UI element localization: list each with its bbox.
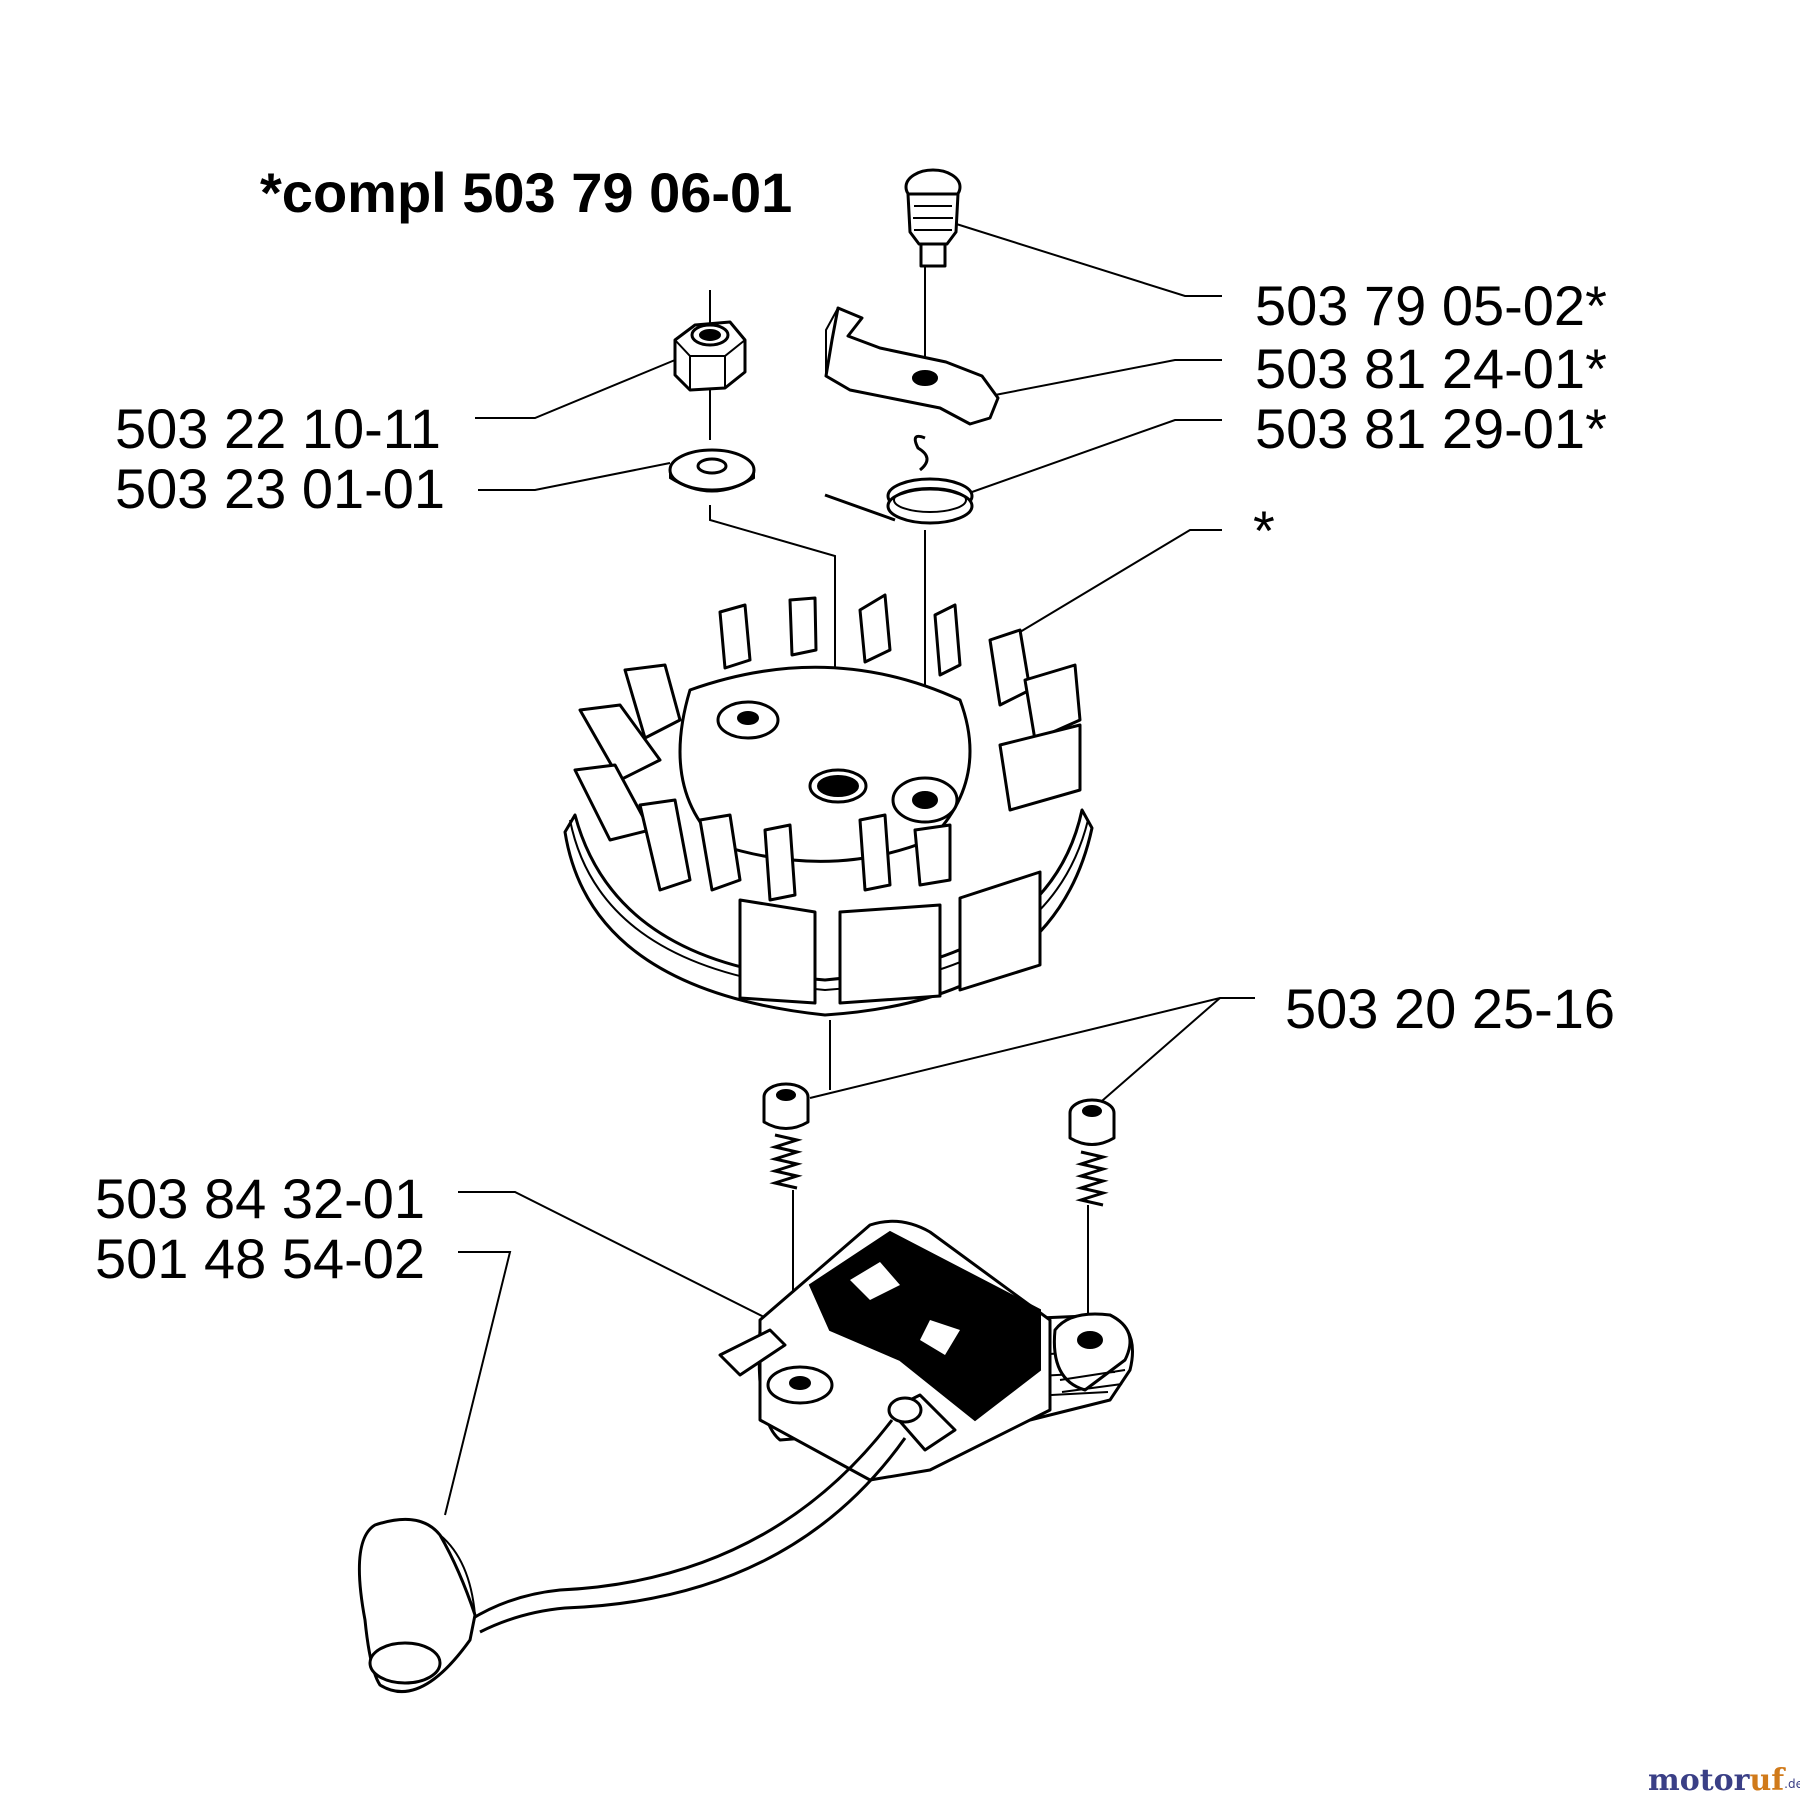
label-nut: 503 22 10-11	[115, 397, 441, 460]
assembly-title: *compl 503 79 06-01	[260, 161, 792, 224]
label-pawl: 503 81 24-01*	[1255, 337, 1607, 400]
leader-coil	[458, 1191, 771, 1321]
label-flywheel: *	[1253, 499, 1275, 562]
leader-nut	[475, 359, 676, 419]
ht-lead	[469, 1419, 907, 1634]
leader-spring	[971, 419, 1222, 493]
label-coil: 503 84 32-01	[95, 1167, 425, 1230]
flywheel-part	[563, 593, 1094, 1017]
watermark-logo: motoruf.de	[1648, 1763, 1800, 1798]
leader-pawl	[994, 359, 1222, 396]
leader-flywheel	[1019, 529, 1222, 633]
label-cap: 501 48 54-02	[95, 1227, 425, 1290]
svg-text:motoruf.de: motoruf.de	[1648, 1763, 1800, 1798]
leader-cap	[444, 1251, 512, 1516]
ignition-coil-part	[718, 1219, 1134, 1482]
leader-washer	[478, 462, 671, 491]
label-screws: 503 20 25-16	[1285, 977, 1615, 1040]
nut-part	[673, 320, 747, 392]
pawl-part	[824, 306, 1000, 426]
leader-screw-right	[1094, 997, 1221, 1108]
label-spring: 503 81 29-01*	[1255, 397, 1607, 460]
label-pin: 503 79 05-02*	[1255, 274, 1607, 337]
spring-part	[824, 434, 974, 525]
pin-part	[904, 168, 962, 268]
leader-screw-left	[809, 997, 1255, 1099]
washer-part	[668, 448, 756, 493]
screw-right-part	[1068, 1098, 1116, 1207]
screw-left-part	[762, 1082, 810, 1190]
label-washer: 503 23 01-01	[115, 457, 445, 520]
leader-lines	[444, 221, 1255, 1516]
leader-pin	[949, 221, 1222, 297]
spark-plug-cap-part	[357, 1517, 477, 1694]
